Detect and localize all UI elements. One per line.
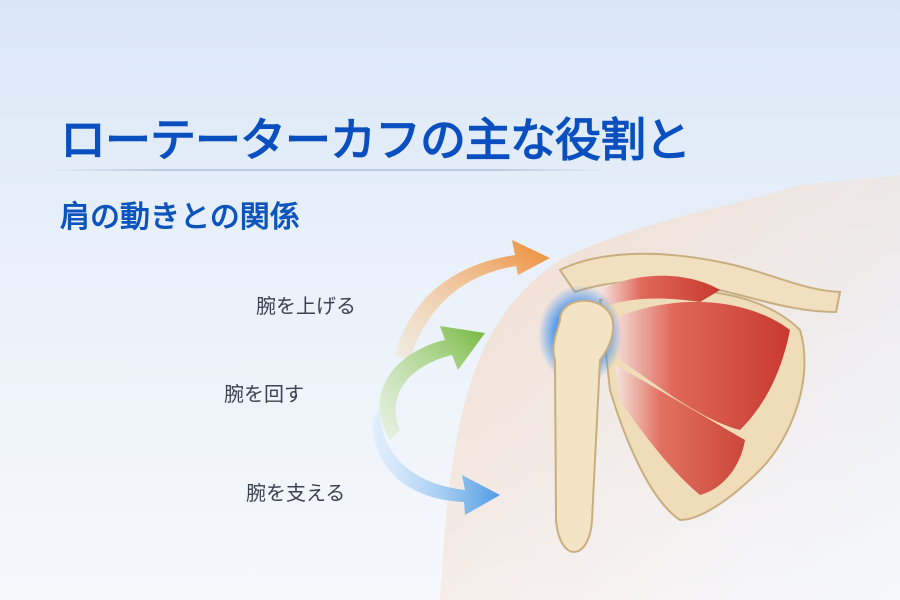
page-title: ローテーターカフの主な役割と — [60, 113, 691, 167]
rotator-cuff-muscle — [610, 301, 790, 430]
humerus-bone — [552, 299, 615, 553]
arrow-raise-arm — [395, 240, 550, 360]
arrow-support-arm — [372, 410, 500, 515]
title-divider — [48, 169, 608, 171]
role-label-rotate: 腕を回す — [224, 382, 304, 406]
supraspinatus-muscle — [600, 275, 720, 306]
role-label-support: 腕を支える — [246, 481, 346, 505]
arrow-rotate-arm — [379, 326, 485, 440]
rotator-cuff-muscle — [615, 365, 745, 495]
role-label-raise: 腕を上げる — [256, 294, 356, 318]
page-subtitle: 肩の動きとの関係 — [60, 200, 300, 235]
